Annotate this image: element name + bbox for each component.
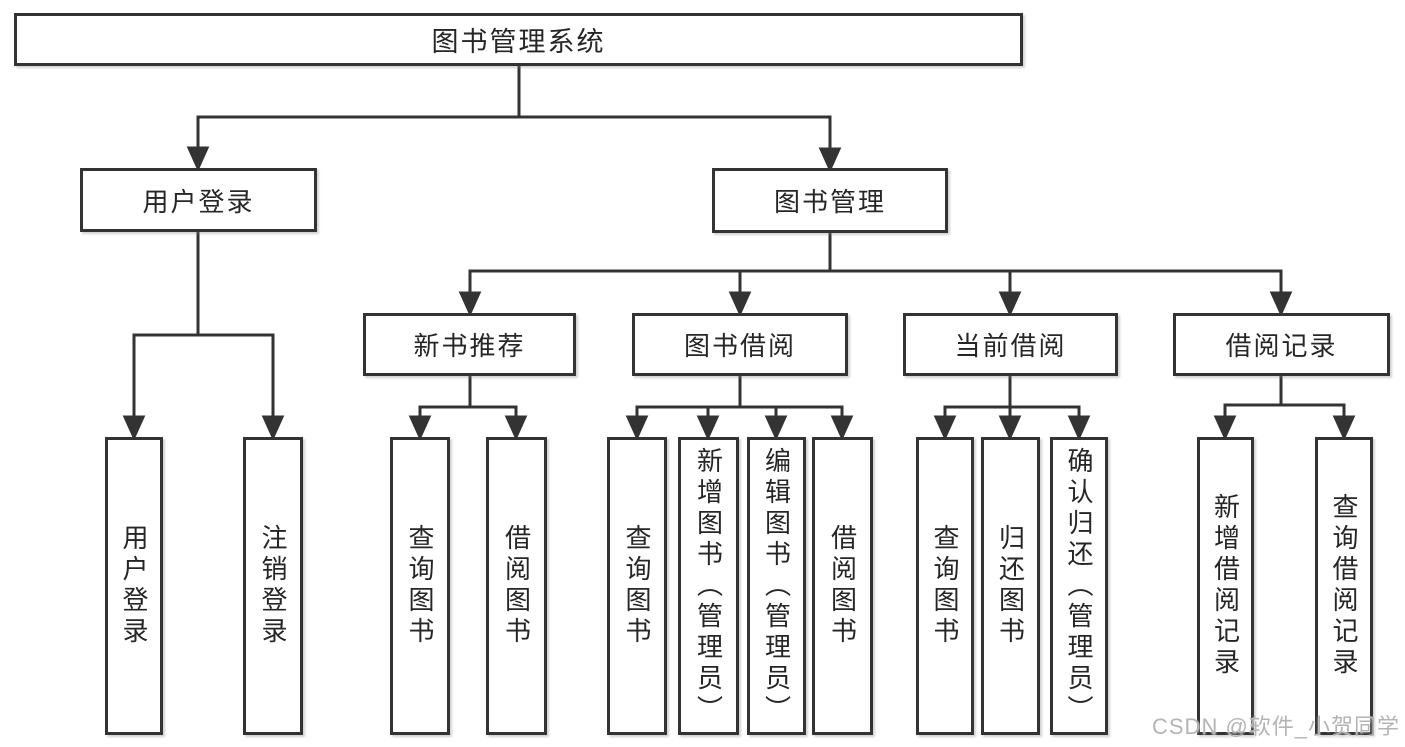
leaf-recommend-query-books: 查询图书 — [390, 437, 450, 735]
leaf-logout: 注销登录 — [243, 437, 303, 735]
node-label: 当前借阅 — [954, 331, 1067, 361]
node-label: 用户登录 — [119, 524, 149, 648]
node-label: 编辑图书（管理员） — [761, 446, 792, 726]
node-user-login-group: 用户登录 — [80, 168, 317, 232]
node-borrowing-records: 借阅记录 — [1173, 313, 1390, 376]
node-label: 注销登录 — [258, 524, 288, 648]
node-label: 新增借阅记录 — [1210, 493, 1241, 679]
leaf-borrow-borrow-books: 借阅图书 — [812, 437, 873, 735]
node-label: 图书借阅 — [683, 331, 796, 361]
node-library-system: 图书管理系统 — [14, 13, 1023, 66]
node-label: 借阅记录 — [1225, 331, 1338, 361]
node-label: 用户登录 — [142, 186, 255, 217]
leaf-records-query-record: 查询借阅记录 — [1315, 437, 1373, 735]
node-book-management: 图书管理 — [712, 168, 948, 233]
node-label: 借阅图书 — [501, 524, 532, 648]
leaf-user-login: 用户登录 — [105, 437, 163, 735]
node-label: 图书管理 — [773, 187, 886, 217]
leaf-current-confirm-return-admin: 确认归还（管理员） — [1050, 437, 1108, 735]
connector-new-book-children — [408, 374, 528, 441]
leaf-borrow-add-books-admin: 新增图书（管理员） — [678, 437, 739, 735]
connector-root-to-level2 — [186, 64, 842, 173]
node-book-borrowing: 图书借阅 — [632, 313, 848, 376]
node-label: 查询图书 — [622, 524, 652, 648]
node-label: 查询图书 — [930, 524, 960, 648]
connector-book-borrowing-children — [625, 374, 854, 441]
connector-borrow-records-children — [1213, 374, 1356, 441]
leaf-records-add-record: 新增借阅记录 — [1197, 437, 1254, 735]
node-label: 借阅图书 — [827, 524, 858, 648]
node-label: 确认归还（管理员） — [1064, 446, 1094, 726]
csdn-watermark: CSDN @软件_小贺同学 — [1152, 714, 1401, 739]
node-label: 图书管理系统 — [431, 27, 606, 57]
connector-book-management-children — [458, 231, 1293, 317]
leaf-borrow-query-books: 查询图书 — [607, 437, 667, 735]
leaf-current-query-books: 查询图书 — [916, 437, 974, 735]
node-label: 归还图书 — [995, 524, 1026, 648]
node-label: 新增图书（管理员） — [693, 446, 724, 726]
leaf-current-return-books: 归还图书 — [981, 437, 1040, 735]
node-current-borrowing: 当前借阅 — [903, 313, 1118, 376]
node-new-book-recommendation: 新书推荐 — [363, 313, 576, 376]
node-label: 查询图书 — [405, 524, 435, 648]
node-label: 新书推荐 — [413, 331, 526, 361]
leaf-recommend-borrow-books: 借阅图书 — [486, 437, 547, 735]
connector-user-login-children — [122, 230, 285, 441]
leaf-borrow-edit-books-admin: 编辑图书（管理员） — [747, 437, 806, 735]
node-label: 查询借阅记录 — [1329, 493, 1359, 679]
connector-current-borrowing-children — [933, 374, 1091, 441]
